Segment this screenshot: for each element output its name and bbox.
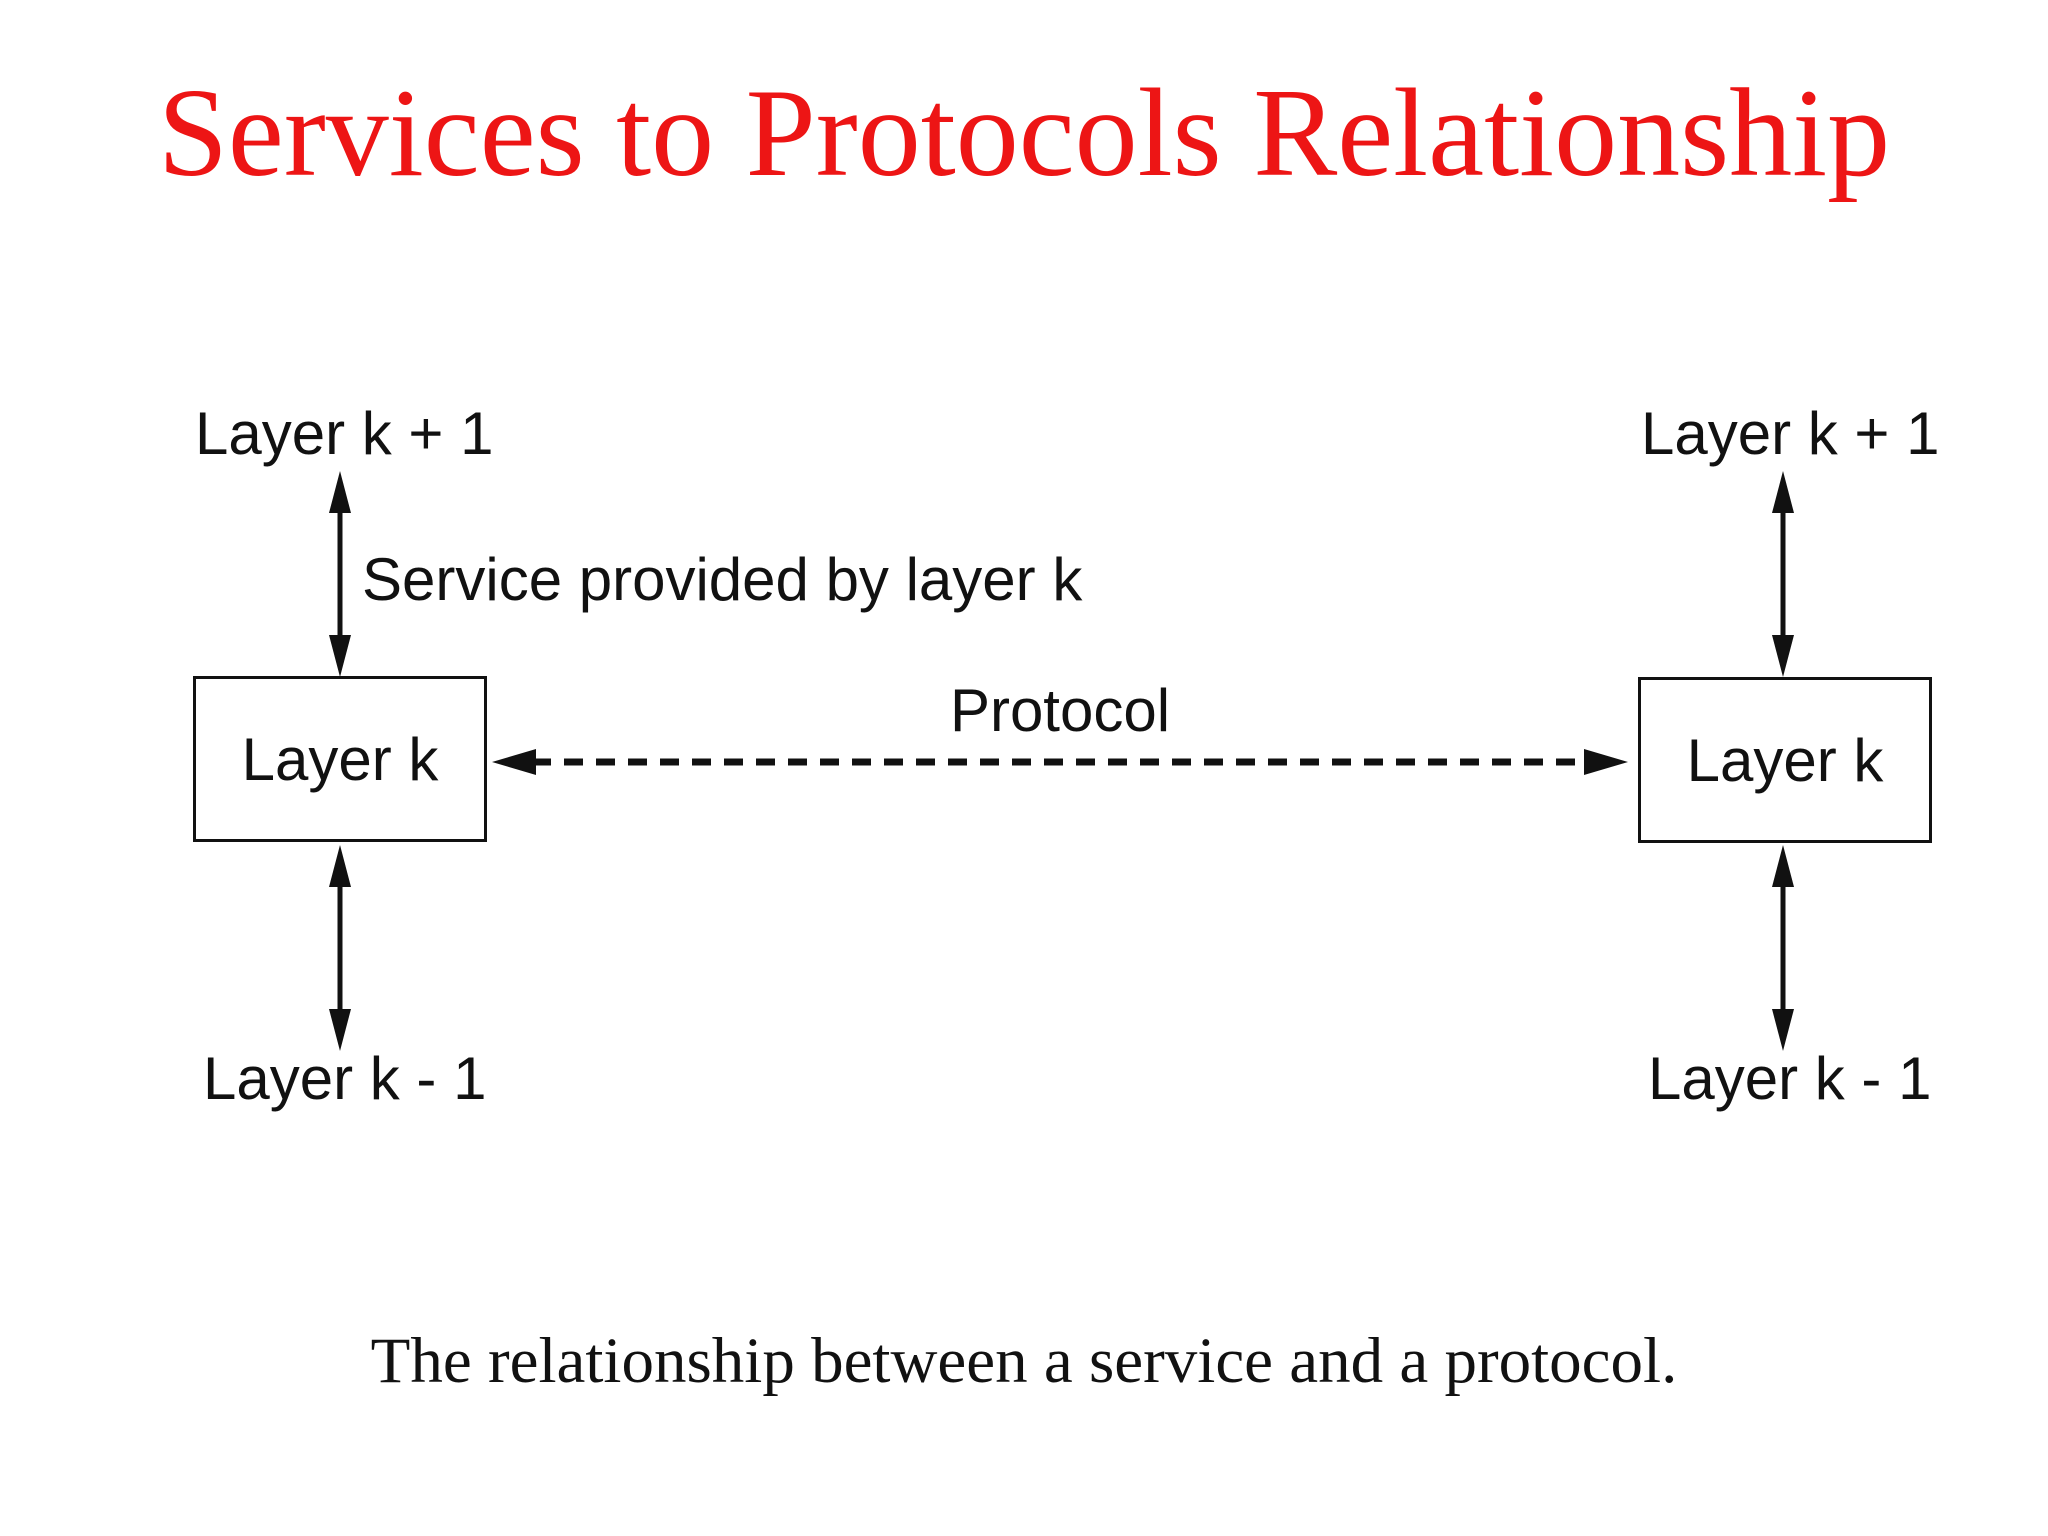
slide-caption: The relationship between a service and a… (370, 1325, 1678, 1397)
service-arrow-label: Service provided by layer k (362, 546, 1083, 613)
protocol-dashed-arrow-icon (492, 749, 1628, 775)
right-lower-layer-label: Layer k - 1 (1648, 1045, 1932, 1112)
right-layer-k-box: Layer k (1638, 677, 1932, 843)
left-upper-layer-label: Layer k + 1 (195, 400, 494, 467)
left-layer-k-box-label: Layer k (241, 725, 439, 793)
protocol-arrow-label: Protocol (949, 677, 1171, 744)
right-service-arrow-icon (1772, 471, 1794, 677)
left-lower-layer-arrow-icon (329, 845, 351, 1051)
left-layer-k-box: Layer k (193, 676, 487, 842)
left-lower-layer-label: Layer k - 1 (203, 1045, 487, 1112)
left-service-arrow-icon (329, 471, 351, 677)
right-layer-k-box-label: Layer k (1686, 726, 1884, 794)
slide-title: Services to Protocols Relationship (157, 64, 1891, 203)
right-lower-layer-arrow-icon (1772, 845, 1794, 1051)
right-upper-layer-label: Layer k + 1 (1641, 400, 1940, 467)
